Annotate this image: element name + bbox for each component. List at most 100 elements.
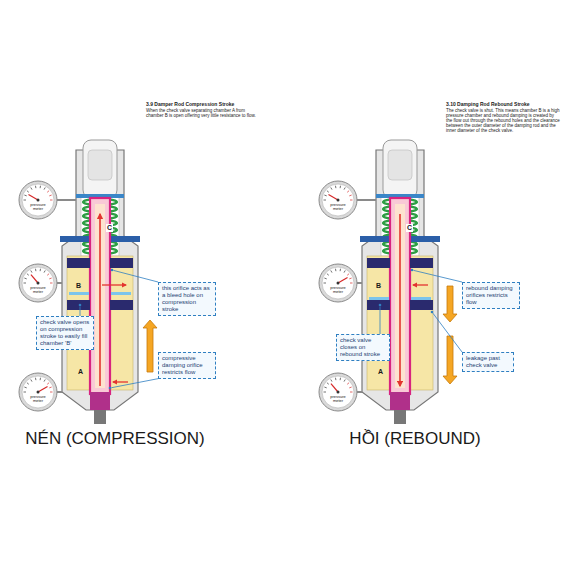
gauge-face — [322, 267, 354, 299]
gauge-face — [322, 184, 354, 216]
valve-block — [67, 258, 90, 268]
gauge-label: pressure meter — [26, 395, 50, 404]
callout-text: compressive damping orifice restricts fl… — [162, 355, 212, 376]
rod-bore — [95, 204, 105, 388]
gauge-pivot — [37, 282, 40, 285]
callout-box: compressive damping orifice restricts fl… — [158, 352, 216, 379]
gauge-tick — [347, 191, 349, 193]
gauge-pivot — [337, 391, 340, 394]
flow-arrow — [143, 320, 157, 372]
gauge-tick — [27, 274, 29, 276]
gauge-tick — [24, 387, 26, 389]
chamber-letter: C — [406, 224, 413, 232]
gauge-tick — [350, 392, 353, 393]
gauge-label: pressure meter — [26, 203, 50, 212]
gauge-tick — [324, 283, 327, 284]
gauge-tick — [340, 378, 341, 380]
gauge-needle — [31, 275, 38, 283]
gauge-bezel — [19, 181, 57, 219]
gauge-label: pressure meter — [326, 286, 350, 295]
leader-line — [113, 270, 158, 282]
shock-absorber — [360, 140, 457, 424]
gauge-tick — [47, 191, 49, 193]
bottom-fitting — [390, 392, 410, 410]
oil-flow — [99, 214, 101, 386]
pressure-gauge — [319, 181, 376, 219]
chamber-letter: C — [106, 224, 113, 232]
oil-flow — [102, 284, 126, 285]
gauge-tick — [24, 278, 26, 280]
gauge-bezel — [19, 264, 57, 302]
callout-text: leakage past check valve — [466, 355, 510, 369]
leader-dot — [411, 269, 414, 272]
top-cap — [83, 140, 117, 198]
callout-box: check valve closes on rebound stroke — [336, 334, 390, 361]
gauge-tick — [27, 383, 29, 385]
gauge-tick — [24, 200, 27, 201]
gauge-tick — [27, 191, 29, 193]
leader-dot — [111, 269, 114, 272]
gauge-tick — [331, 270, 332, 272]
chamber-letter: A — [78, 368, 83, 376]
gauge-tick — [24, 195, 26, 197]
gauge-tick — [349, 195, 351, 197]
cap-detail — [388, 150, 412, 180]
gauge-tick — [47, 274, 49, 276]
pressure-gauge — [19, 264, 62, 302]
rod-bore — [395, 204, 405, 388]
check-valve — [111, 292, 131, 295]
valve-block — [110, 300, 133, 310]
valve-block — [410, 258, 433, 268]
leader-line — [433, 313, 462, 352]
gauge-bezel — [19, 373, 57, 411]
gauge-tick — [344, 187, 345, 189]
gauge-tick — [35, 186, 36, 188]
pressure-gauge — [319, 264, 362, 302]
valve-block — [110, 258, 133, 268]
gauge-tick — [49, 278, 51, 280]
gauge-tick — [350, 200, 353, 201]
valve-block — [410, 300, 433, 310]
gauge-label: pressure meter — [326, 203, 350, 212]
gauge-tick — [335, 378, 336, 380]
gauge-tick — [35, 269, 36, 271]
gauge-needle — [338, 278, 348, 284]
gauge-tick — [44, 187, 45, 189]
gauge-pivot — [337, 199, 340, 202]
gauge-tick — [324, 200, 327, 201]
gauge-stem — [356, 199, 376, 201]
callout-text: this orifice acts as a bleed hole on com… — [162, 285, 212, 313]
gauge-tick — [50, 283, 53, 284]
pressure-gauge — [19, 181, 76, 219]
gauge-tick — [347, 274, 349, 276]
oil-flow — [113, 381, 128, 382]
leader-lines — [79, 269, 462, 390]
mount-eye — [394, 410, 406, 424]
gauge-tick — [335, 269, 336, 271]
gauge-tick — [31, 187, 32, 189]
section-heading: 3.9 Damper Rod Compression Stroke — [146, 102, 258, 108]
gauge-bezel — [319, 373, 357, 411]
leader-line — [413, 270, 462, 282]
gauge-needle — [328, 195, 338, 201]
shock-absorber — [60, 140, 157, 424]
gauge-face — [22, 376, 54, 408]
chamber-letter: A — [378, 368, 383, 376]
gauge-face — [22, 267, 54, 299]
section-heading: 3.10 Damping Rod Rebound Stroke — [446, 102, 560, 108]
gauge-tick — [49, 195, 51, 197]
gauge-tick — [349, 387, 351, 389]
gauge-tick — [31, 379, 32, 381]
valve-block — [67, 300, 90, 310]
pressure-gauge — [19, 373, 62, 411]
caption: NÉN (COMPRESSION) — [15, 430, 215, 449]
chamber-letter: B — [376, 282, 381, 290]
gauge-face — [322, 376, 354, 408]
gauge-tick — [50, 200, 53, 201]
oil-flow — [413, 284, 428, 285]
gauge-tick — [349, 278, 351, 280]
section-note: When the check valve separating chamber … — [146, 109, 258, 119]
callout-text: check valve closes on rebound stroke — [340, 337, 386, 358]
section-note: The check valve is shut. This means cham… — [446, 109, 560, 134]
